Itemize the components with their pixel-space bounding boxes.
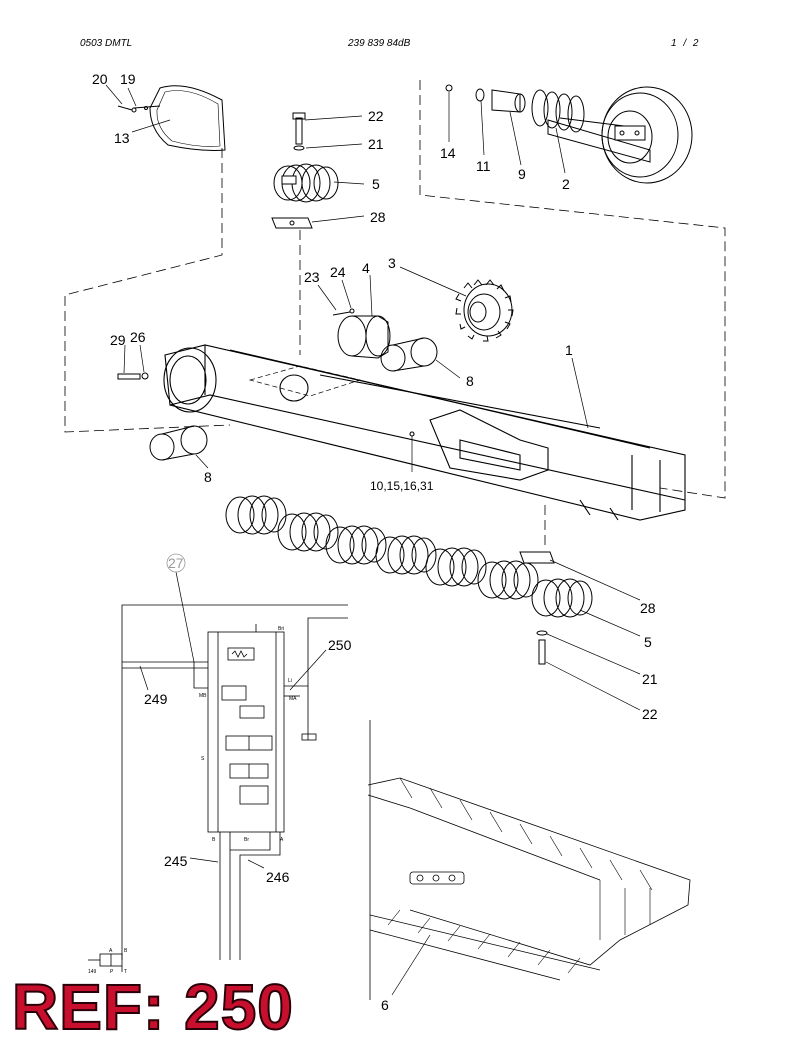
callout-8-left: 8 xyxy=(204,469,212,485)
label-valve-b: B xyxy=(124,948,128,954)
callout-29: 29 xyxy=(110,332,126,348)
label-mb: MB xyxy=(199,693,207,699)
callout-14: 14 xyxy=(440,145,456,161)
dashed-guides xyxy=(64,80,726,545)
label-br: Br xyxy=(244,837,249,843)
sprocket-group xyxy=(332,279,514,359)
callout-11: 11 xyxy=(476,158,491,174)
schematic-labels: Bri Li MA MB S B A Br A B P T 149 xyxy=(88,626,297,975)
callout-13: 13 xyxy=(114,130,130,146)
callout-8-right: 8 xyxy=(466,373,474,389)
label-a: A xyxy=(280,837,284,843)
callout-4: 4 xyxy=(362,260,370,276)
callout-21-bottom: 21 xyxy=(642,671,658,687)
callout-250: 250 xyxy=(328,637,352,653)
track-frame xyxy=(163,344,686,521)
bolt-29 xyxy=(117,372,149,380)
track-chain xyxy=(367,720,691,1000)
label-valve-a: A xyxy=(109,948,113,954)
callout-2: 2 xyxy=(562,176,570,192)
bottom-rollers xyxy=(225,495,593,665)
callout-23: 23 xyxy=(304,269,320,285)
reference-stamp: REF: 250 xyxy=(11,971,294,1043)
label-b: B xyxy=(212,837,216,843)
idler-assembly xyxy=(445,84,693,184)
label-valve-149: 149 xyxy=(88,969,97,975)
callout-10-15-16-31: 10,15,16,31 xyxy=(370,479,434,493)
callout-27: 27 xyxy=(168,555,184,571)
top-roller-group xyxy=(271,112,339,229)
label-ma: MA xyxy=(289,696,297,702)
callout-28-top: 28 xyxy=(370,209,386,225)
header-part-number: 239 839 84dB xyxy=(348,38,411,49)
callout-5-bottom: 5 xyxy=(644,634,652,650)
callout-5-top: 5 xyxy=(372,176,380,192)
label-bri: Bri xyxy=(278,626,284,632)
bearings xyxy=(149,337,438,461)
callout-6: 6 xyxy=(381,997,389,1013)
label-valve-t: T xyxy=(124,969,127,975)
header-code: 0503 DMTL xyxy=(80,38,133,49)
callout-22-top: 22 xyxy=(368,108,384,124)
callout-1: 1 xyxy=(565,342,573,358)
label-s: S xyxy=(201,756,205,762)
cover-plate xyxy=(117,85,226,151)
callout-28-bottom: 28 xyxy=(640,600,656,616)
callout-3: 3 xyxy=(388,255,396,271)
callout-249: 249 xyxy=(144,691,168,707)
callout-24: 24 xyxy=(330,264,346,280)
callout-9: 9 xyxy=(518,166,526,182)
callout-19: 19 xyxy=(120,71,136,87)
callout-246: 246 xyxy=(266,869,290,885)
label-valve-p: P xyxy=(110,969,114,975)
callout-22-bottom: 22 xyxy=(642,706,658,722)
callout-labels: 20 19 13 22 21 5 28 14 11 9 2 23 24 4 3 … xyxy=(92,71,658,1013)
label-li: Li xyxy=(288,678,292,684)
callout-245: 245 xyxy=(164,853,188,869)
callout-26: 26 xyxy=(130,329,146,345)
callout-circle-27 xyxy=(166,553,186,573)
callout-21-top: 21 xyxy=(368,136,384,152)
header-page-number: 1 / 2 xyxy=(671,38,701,49)
hydraulic-schematic xyxy=(88,604,348,972)
callout-20: 20 xyxy=(92,71,108,87)
